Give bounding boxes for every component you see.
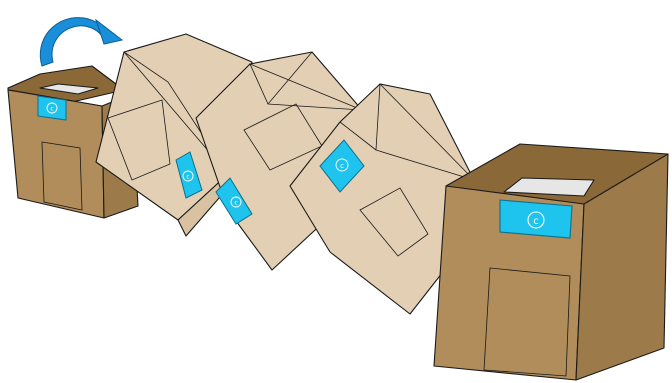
large-box-right: c [434, 144, 668, 380]
copyright-symbol-icon: c [533, 216, 539, 227]
svg-text:c: c [186, 174, 189, 181]
box-label: c [500, 200, 572, 238]
copyright-symbol-icon: c [50, 106, 53, 113]
svg-text:c: c [340, 162, 344, 170]
box-label: c [38, 96, 66, 120]
curved-rotation-arrow-icon [40, 18, 122, 66]
svg-text:c: c [234, 200, 237, 207]
